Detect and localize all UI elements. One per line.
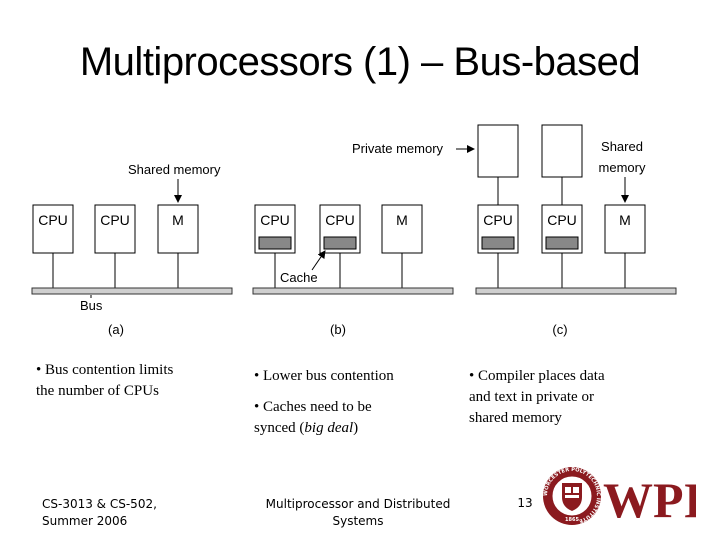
seal-year: 1865 (565, 517, 579, 523)
footer-course-line: Summer 2006 (42, 514, 128, 528)
figure-label-b: (b) (330, 322, 346, 337)
figure-a: CPU CPU M Shared memory Bus (a) (31, 162, 233, 337)
page-number: 13 (517, 496, 533, 510)
cache-block (481, 236, 515, 250)
slide-title: Multiprocessors (1) – Bus-based (79, 40, 641, 84)
bullet-bus-contention: • Bus contention limits the number of CP… (36, 360, 226, 402)
cache-block (258, 236, 292, 250)
figure-c: CPU CPU M Private memory Shared memory (… (352, 124, 677, 337)
footer-course-line: CS-3013 & CS-502, (42, 497, 157, 511)
cpu-label: CPU (547, 212, 577, 228)
cpu-label: CPU (260, 212, 290, 228)
system-bus (475, 287, 677, 295)
bus-multiprocessor-diagram: CPU CPU M Shared memory Bus (a) CPU CPU … (31, 124, 677, 337)
memory-label: M (619, 212, 631, 228)
system-bus (31, 287, 233, 295)
shared-memory-label: Shared memory (128, 162, 221, 177)
figure-b: CPU CPU M Cache (b) (252, 204, 454, 337)
bullet-line: • Caches need to be (254, 399, 372, 415)
footer-topic: Multiprocessor and Distributed Systems (258, 496, 458, 530)
private-memory-box (477, 124, 519, 178)
figure-label-c: (c) (552, 322, 567, 337)
cpu-box (94, 204, 136, 254)
system-bus (252, 287, 454, 295)
cpu-label: CPU (38, 212, 68, 228)
bullet-caches-synced: • Caches need to be synced (big deal) (254, 397, 454, 439)
seal-shield-icon (562, 483, 582, 511)
memory-label: M (172, 212, 184, 228)
shared-memory-label-line1: Shared (601, 139, 643, 154)
bullet-line: • Compiler places data (469, 368, 605, 384)
shared-memory-label-line2: memory (599, 160, 646, 175)
bus-label: Bus (80, 298, 103, 313)
bullet-line: • Bus contention limits (36, 362, 174, 378)
bullet-line: • Lower bus contention (254, 368, 394, 384)
cache-label: Cache (280, 270, 318, 285)
cache-block (545, 236, 579, 250)
footer-topic-line: Systems (332, 514, 384, 528)
wpi-logo: WORCESTER POLYTECHNIC INSTITUTE 1865 WPI (543, 467, 696, 527)
wpi-wordmark: WPI (603, 472, 696, 527)
bullet-line: the number of CPUs (36, 383, 159, 399)
bullet-lower-contention: • Lower bus contention (254, 366, 454, 387)
bullet-line: and text in private or (469, 389, 594, 405)
private-memory-box (541, 124, 583, 178)
footer-course: CS-3013 & CS-502, Summer 2006 (42, 496, 242, 530)
bullet-line: synced (big deal) (254, 418, 454, 439)
cache-block (323, 236, 357, 250)
bullet-line: shared memory (469, 410, 562, 426)
text-run: synced ( (254, 420, 305, 436)
cpu-label: CPU (325, 212, 355, 228)
figure-label-a: (a) (108, 322, 124, 337)
private-memory-label: Private memory (352, 141, 444, 156)
footer-topic-line: Multiprocessor and Distributed (265, 497, 451, 511)
cpu-box (32, 204, 74, 254)
text-run: ) (353, 420, 359, 436)
cpu-label: CPU (100, 212, 130, 228)
cpu-label: CPU (483, 212, 513, 228)
memory-label: M (396, 212, 408, 228)
cache-arrow (311, 250, 326, 271)
memory-box (604, 204, 646, 254)
emphasis-text: big deal (304, 420, 354, 436)
memory-box (381, 204, 423, 254)
bullet-compiler-places: • Compiler places data and text in priva… (469, 366, 669, 429)
